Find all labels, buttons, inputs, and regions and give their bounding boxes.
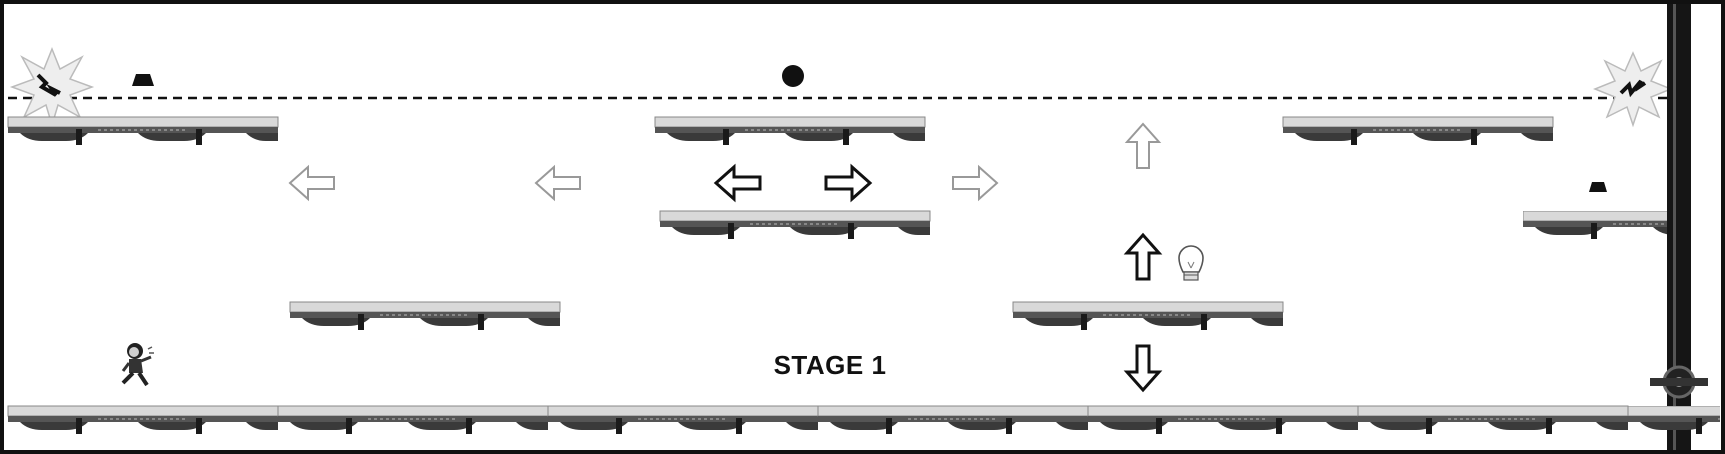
weight-block-right-icon <box>1589 182 1607 192</box>
black-ball-icon <box>782 65 804 87</box>
player-character <box>121 343 154 387</box>
spark-hazard-left <box>9 46 95 128</box>
stage-title: STAGE 1 <box>773 350 887 380</box>
lightbulb-icon <box>1178 245 1204 281</box>
spark-hazard-right <box>1592 51 1674 128</box>
weight-block-left-icon <box>132 74 154 86</box>
vertical-pole <box>1650 4 1708 450</box>
